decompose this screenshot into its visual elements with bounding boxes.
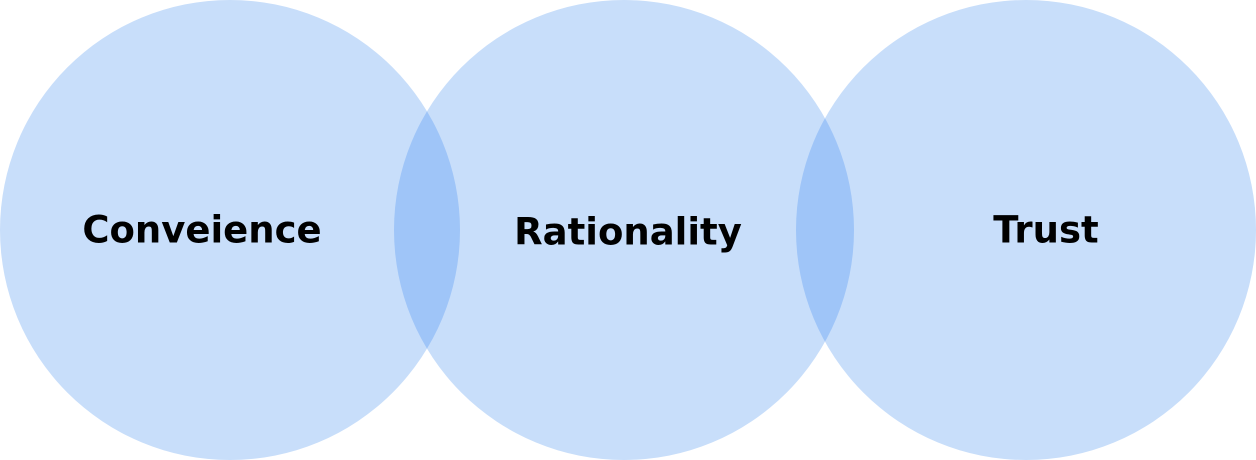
label-conveience: Conveience xyxy=(82,209,321,252)
circle-trust xyxy=(796,0,1256,460)
circle-rationality xyxy=(394,0,854,460)
circle-conveience xyxy=(0,0,460,460)
label-trust: Trust xyxy=(993,209,1098,252)
label-rationality: Rationality xyxy=(514,211,742,254)
